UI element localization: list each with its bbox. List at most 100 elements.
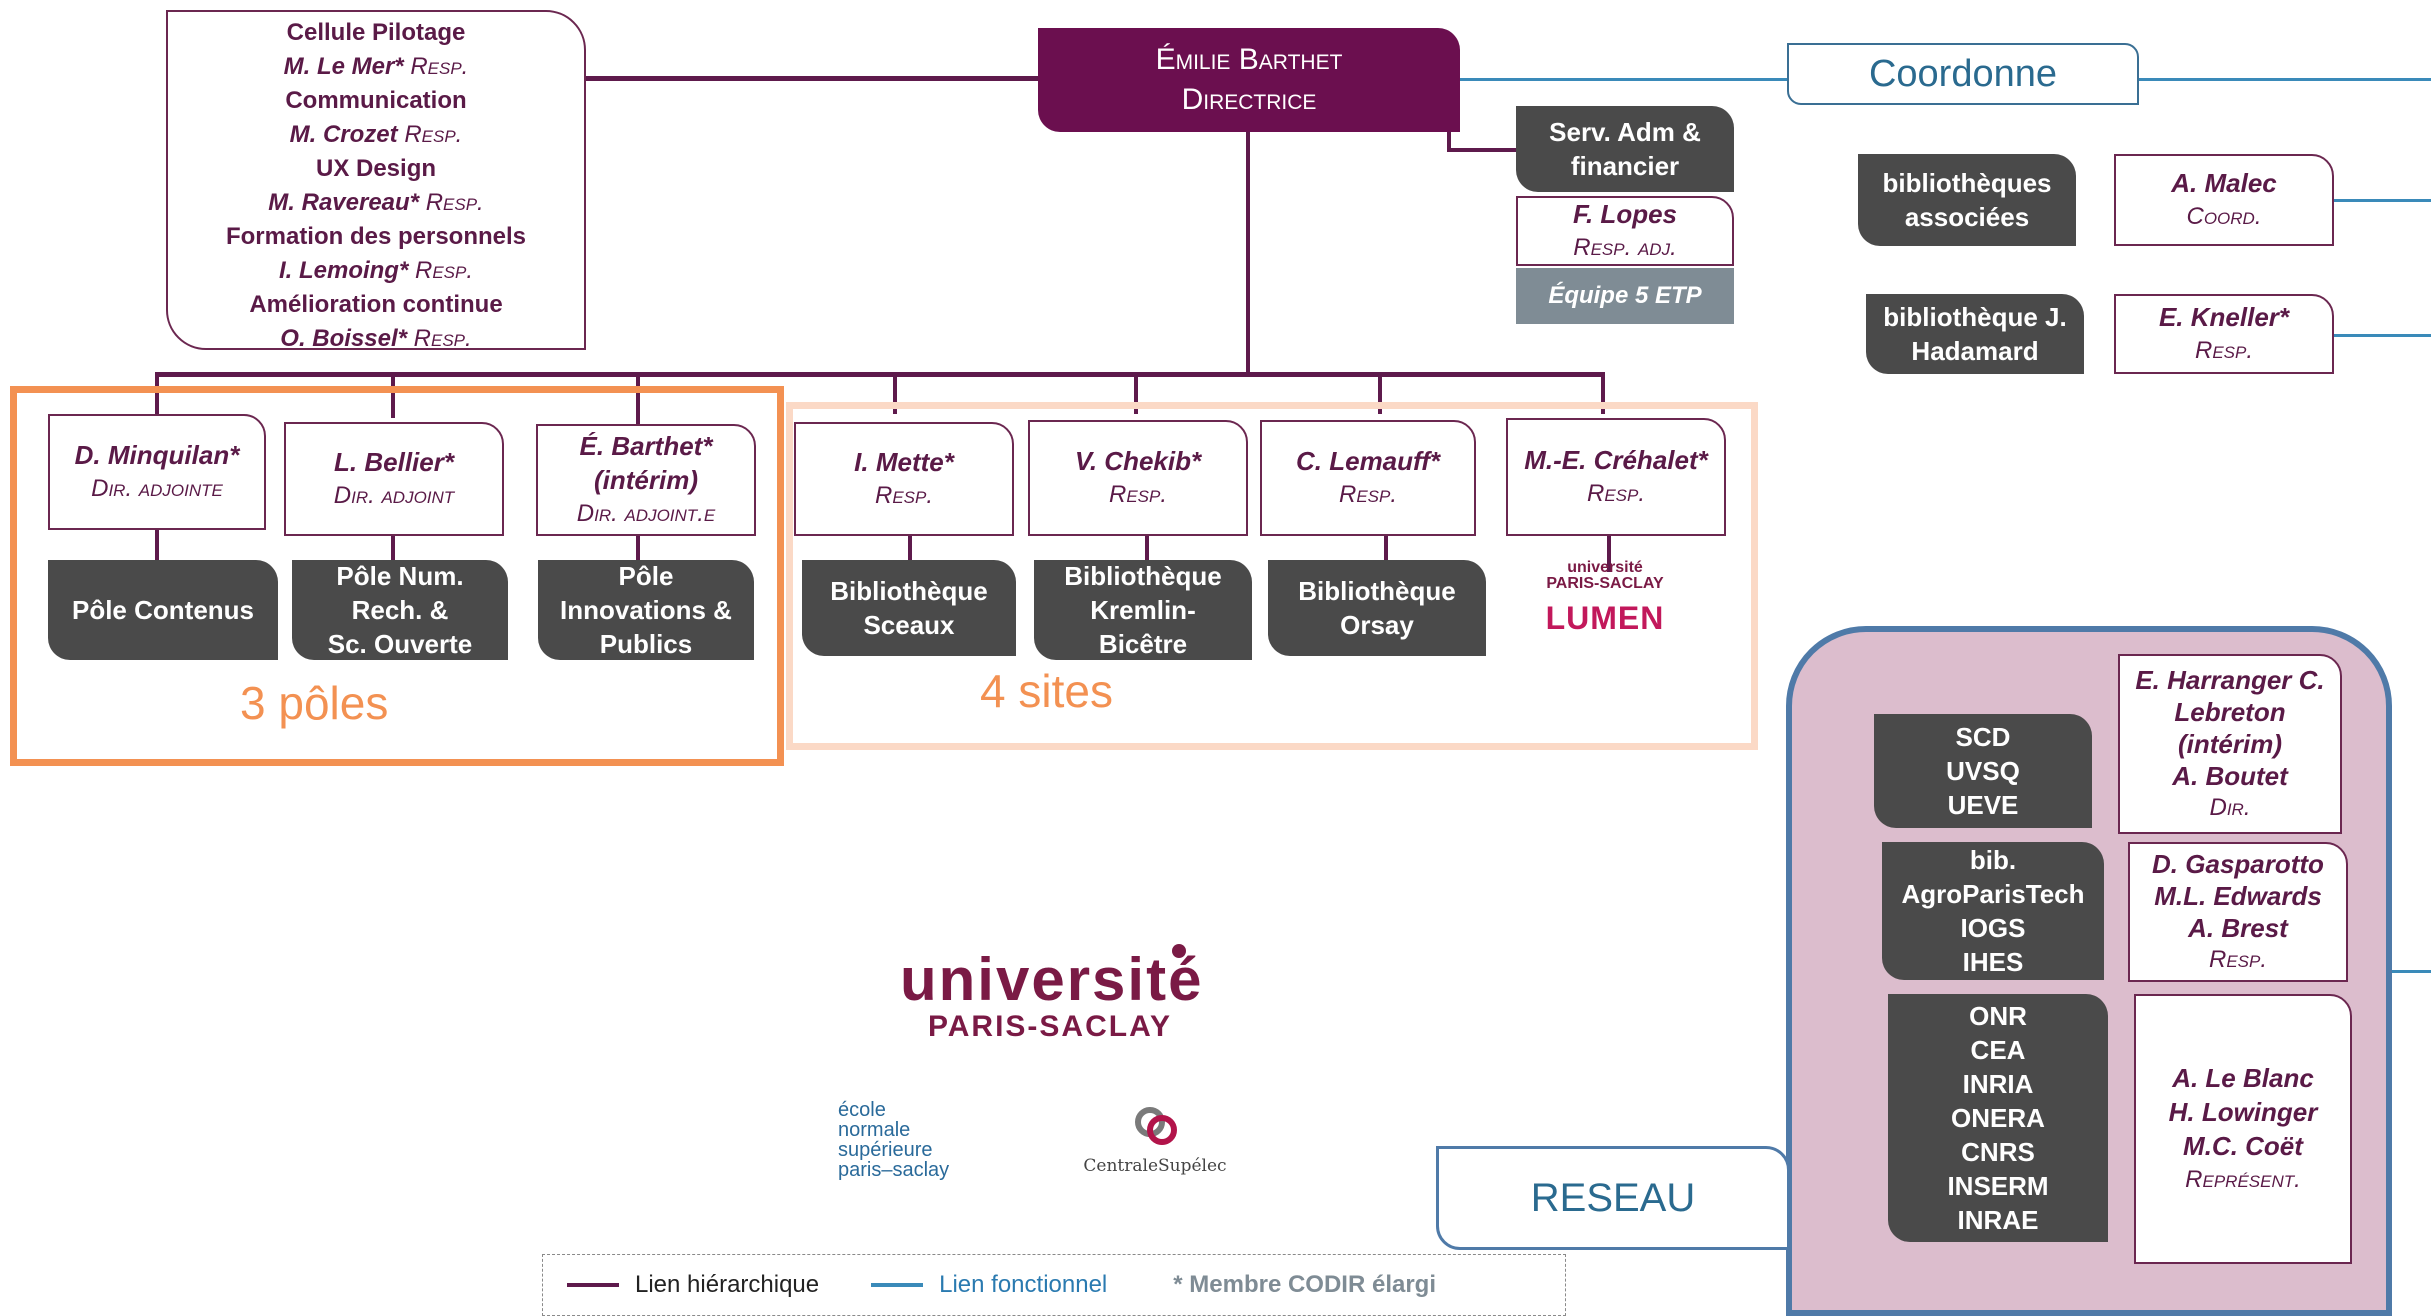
pilotage-role: Resp. bbox=[425, 189, 484, 216]
centrale-mark-icon bbox=[1130, 1100, 1180, 1150]
centrale-label: CentraleSupélec bbox=[1083, 1156, 1227, 1176]
poles-caption: 3 pôles bbox=[240, 677, 389, 729]
pole-1-role: Dir. adjointe bbox=[91, 475, 223, 502]
drop-site-1 bbox=[893, 372, 897, 414]
drop-pole-3 bbox=[636, 372, 640, 424]
network-2-label: bib. AgroParisTech IOGS IHES bbox=[1901, 845, 2085, 977]
pilotage-line: O. Boissel* Resp. bbox=[168, 322, 584, 356]
director-box: Émilie Barthet Directrice bbox=[1038, 28, 1460, 132]
line-pole1-unit bbox=[155, 530, 159, 560]
pole-card-1: D. Minquilan* Dir. adjointe bbox=[48, 414, 266, 530]
pilotage-line: Amélioration continue bbox=[249, 291, 503, 318]
line-site4-unit bbox=[1607, 536, 1611, 572]
ups-logo-bottom: PARIS-SACLAY bbox=[927, 1010, 1173, 1043]
network-card-1: E. Harranger C. Lebreton (intérim) A. Bo… bbox=[2118, 654, 2342, 834]
pole-2-unit: Pôle Num. Rech. & Sc. Ouverte bbox=[327, 561, 473, 659]
line-director-trunk bbox=[1246, 128, 1250, 374]
hadamard-card: E. Kneller* Resp. bbox=[2114, 294, 2334, 374]
site-card-1: I. Mette* Resp. bbox=[794, 422, 1014, 536]
hadamard-name: E. Kneller* bbox=[2158, 302, 2290, 332]
line-kneller-right bbox=[2333, 334, 2431, 337]
network-2-names: D. Gasparotto M.L. Edwards A. Brest bbox=[2152, 849, 2324, 943]
legend-fonct-label: Lien fonctionnel bbox=[939, 1271, 1108, 1298]
site-card-4: M.-E. Créhalet* Resp. bbox=[1506, 418, 1726, 536]
site-card-3: C. Lemauff* Resp. bbox=[1260, 420, 1476, 536]
network-card-2: D. Gasparotto M.L. Edwards A. Brest Resp… bbox=[2128, 842, 2348, 982]
pilotage-person: M. Ravereau* bbox=[268, 189, 426, 216]
network-2-role: Resp. bbox=[2208, 946, 2268, 973]
serv-adm-card: F. Lopes Resp. adj. bbox=[1516, 196, 1734, 266]
site-unit-1: Bibliothèque Sceaux bbox=[802, 560, 1016, 656]
director-role: Directrice bbox=[1181, 83, 1317, 116]
pilotage-line: Formation des personnels bbox=[225, 223, 527, 250]
network-label-2: bib. AgroParisTech IOGS IHES bbox=[1882, 842, 2104, 980]
pole-card-3: É. Barthet* (intérim) Dir. adjoint.e bbox=[536, 424, 756, 536]
serv-adm-name: F. Lopes bbox=[1572, 199, 1677, 229]
pole-2-name: L. Bellier* bbox=[334, 447, 454, 477]
drop-site-4 bbox=[1601, 372, 1605, 414]
assoc-card: A. Malec Coord. bbox=[2114, 154, 2334, 246]
network-3-role: Représent. bbox=[2185, 1166, 2301, 1193]
hadamard-box: bibliothèque J. Hadamard bbox=[1866, 294, 2084, 374]
pilotage-line: M. Ravereau* Resp. bbox=[168, 186, 584, 220]
pole-3-name: É. Barthet* (intérim) bbox=[579, 431, 713, 495]
pole-1-name: D. Minquilan* bbox=[74, 440, 240, 470]
line-director-coordonne bbox=[1460, 78, 1789, 81]
drop-site-3 bbox=[1378, 372, 1382, 414]
site-3-role: Resp. bbox=[1338, 481, 1398, 508]
site-4-name: M.-E. Créhalet* bbox=[1524, 445, 1708, 475]
pole-unit-3: Pôle Innovations & Publics bbox=[538, 560, 754, 660]
site-3-unit: Bibliothèque Orsay bbox=[1298, 576, 1456, 640]
site-card-2: V. Chekib* Resp. bbox=[1028, 420, 1248, 536]
site-4-role: Resp. bbox=[1586, 480, 1646, 507]
site-1-unit: Bibliothèque Sceaux bbox=[830, 576, 988, 640]
pilotage-person: O. Boissel* bbox=[280, 325, 414, 352]
pilotage-line: UX Design bbox=[315, 155, 437, 182]
pilotage-person: I. Lemoing* bbox=[278, 257, 415, 284]
legend: Lien hiérarchique Lien fonctionnel * Mem… bbox=[542, 1254, 1566, 1316]
lumen-logo: université PARIS-SACLAY LUMEN bbox=[1540, 560, 1670, 650]
pole-3-unit: Pôle Innovations & Publics bbox=[560, 561, 732, 659]
ens-logo-3: supérieure bbox=[838, 1139, 933, 1161]
sites-frame bbox=[786, 402, 1758, 750]
reseau-label: RESEAU bbox=[1530, 1175, 1696, 1220]
legend-hier-label: Lien hiérarchique bbox=[635, 1271, 820, 1298]
serv-adm-label: Serv. Adm & financier bbox=[1549, 117, 1701, 181]
serv-adm-role: Resp. adj. bbox=[1573, 234, 1677, 261]
network-3-names: A. Le Blanc H. Lowinger M.C. Coët bbox=[2168, 1063, 2318, 1161]
sites-caption: 4 sites bbox=[980, 665, 1113, 717]
site-1-role: Resp. bbox=[874, 482, 934, 509]
network-label-3: ONR CEA INRIA ONERA CNRS INSERM INRAE bbox=[1888, 994, 2108, 1242]
ens-logo-1: école bbox=[838, 1099, 886, 1121]
ups-logo-top: université bbox=[900, 946, 1204, 1013]
pilotage-line: M. Le Mer* Resp. bbox=[168, 50, 584, 84]
legend-hier-swatch bbox=[567, 1283, 619, 1287]
assoc-name: A. Malec bbox=[2171, 168, 2277, 198]
hadamard-role: Resp. bbox=[2194, 337, 2254, 364]
network-1-label: SCD UVSQ UEVE bbox=[1946, 722, 2020, 820]
serv-adm-team: Équipe 5 ETP bbox=[1516, 268, 1734, 324]
line-network-right bbox=[2388, 970, 2431, 973]
line-site3-unit bbox=[1384, 536, 1388, 560]
site-3-name: C. Lemauff* bbox=[1296, 446, 1440, 476]
pole-card-2: L. Bellier* Dir. adjoint bbox=[284, 422, 504, 536]
pilotage-line: Communication bbox=[285, 87, 467, 114]
pole-1-unit: Pôle Contenus bbox=[71, 595, 254, 625]
ups-logo-dot bbox=[1172, 944, 1186, 958]
lumen-logo-small: université PARIS-SACLAY bbox=[1546, 559, 1664, 592]
coordonne-label: Coordonne bbox=[1868, 52, 2058, 95]
poles-frame bbox=[10, 386, 784, 766]
network-1-names: E. Harranger C. Lebreton (intérim) A. Bo… bbox=[2135, 665, 2325, 791]
assoc-role: Coord. bbox=[2186, 203, 2262, 230]
site-1-name: I. Mette* bbox=[854, 447, 954, 477]
legend-codir-label: * Membre CODIR élargi bbox=[1173, 1271, 1436, 1298]
drop-pole-1 bbox=[155, 372, 159, 414]
pilotage-line: M. Crozet Resp. bbox=[168, 118, 584, 152]
site-unit-3: Bibliothèque Orsay bbox=[1268, 560, 1486, 656]
coordonne-box: Coordonne bbox=[1787, 43, 2139, 105]
drop-site-2 bbox=[1134, 372, 1138, 414]
pilotage-line: I. Lemoing* Resp. bbox=[168, 254, 584, 288]
line-serv-h bbox=[1447, 148, 1517, 152]
pole-unit-2: Pôle Num. Rech. & Sc. Ouverte bbox=[292, 560, 508, 660]
